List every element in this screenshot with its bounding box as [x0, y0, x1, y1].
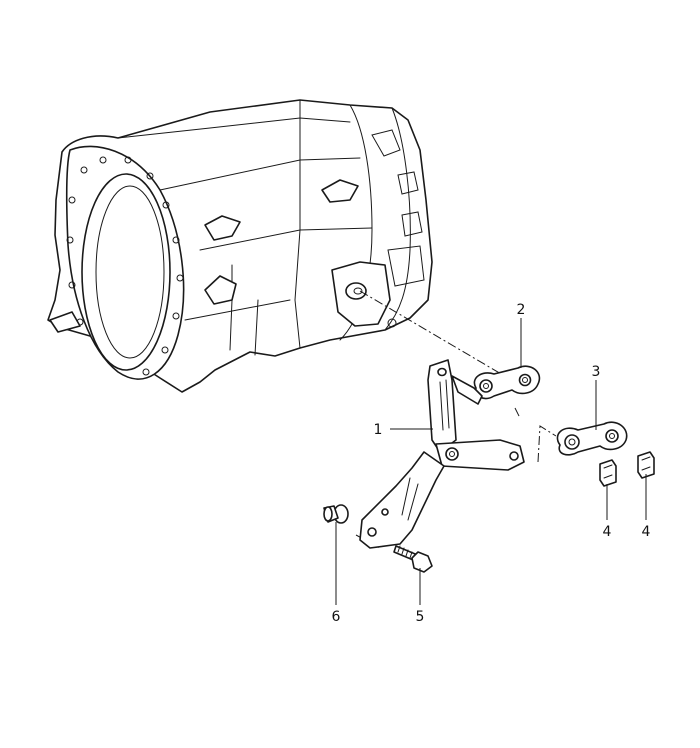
part-4-clip-nut-left: [599, 459, 617, 487]
transmission-housing: [47, 99, 433, 393]
part-1-bracket: [359, 359, 525, 549]
part-4-clip-nut-right: [637, 451, 655, 479]
part-3-link: [556, 421, 628, 456]
callout-4-right: 4: [642, 524, 651, 540]
part-5-bolt: [393, 545, 433, 573]
bolt-holes: [66, 156, 184, 376]
callout-3: 3: [592, 364, 601, 380]
callout-4-left: 4: [603, 524, 612, 540]
callout-2: 2: [517, 302, 526, 318]
callout-6: 6: [332, 609, 341, 625]
callout-numbers: 1 2 3 4 4 5 6: [332, 302, 651, 625]
part-2-link: [473, 365, 541, 400]
leader-lines: [335, 318, 647, 605]
callout-5: 5: [416, 609, 425, 625]
part-6-bushing: [323, 504, 349, 524]
callout-1: 1: [374, 422, 383, 438]
